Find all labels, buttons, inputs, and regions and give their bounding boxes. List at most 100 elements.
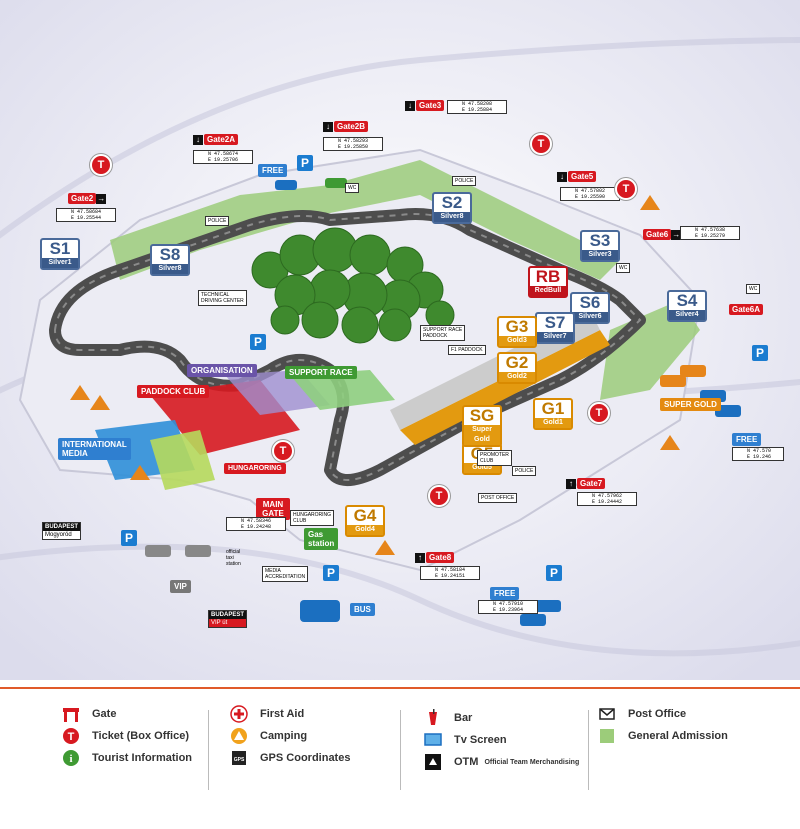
organisation-label: ORGANISATION [187, 364, 257, 377]
gate-2a[interactable]: ↓Gate2A [193, 134, 239, 145]
parking-icon[interactable]: P [250, 334, 266, 350]
stand-code: S2 [441, 193, 463, 212]
arrow-down-icon: ↓ [323, 121, 333, 132]
stand-name: Silver4 [669, 310, 705, 320]
legend-separator [208, 710, 209, 790]
legend-item: Bar [424, 708, 472, 728]
stand-name: Gold4 [347, 525, 383, 535]
map-legend: Gate T Ticket (Box Office) i Tourist Inf… [0, 680, 800, 829]
gps-n: N 47.58346 [241, 518, 272, 524]
stand-name: Silver6 [572, 312, 608, 322]
gate-6[interactable]: Gate6→ [643, 229, 682, 240]
gps-n: N 47.570 [747, 448, 772, 454]
stand-name: RedBull [530, 286, 566, 296]
legend-label: GPS Coordinates [260, 752, 351, 764]
parking-icon[interactable]: P [752, 345, 768, 361]
bus-label[interactable]: BUS [350, 603, 375, 616]
gps-e: E 19.23964 [493, 607, 524, 613]
parking-icon[interactable]: P [546, 565, 562, 581]
arrow-right-icon: → [671, 229, 682, 240]
post-office-label: POST OFFICE [478, 493, 518, 503]
parking-icon[interactable]: P [121, 530, 137, 546]
label-line: MEDIA [62, 449, 88, 458]
legend-label: OTM [454, 756, 479, 768]
gate-2b[interactable]: ↓Gate2B [323, 121, 369, 132]
ticket-icon: T [530, 133, 552, 155]
gps-e: E 19.24442 [592, 499, 623, 505]
gate-7[interactable]: ↑Gate7 [566, 478, 606, 489]
stand-code: S4 [676, 291, 698, 310]
gps-n: N 47.57910 [493, 601, 524, 607]
gate-6a[interactable]: Gate6A [729, 304, 764, 315]
gate-label: Gate6A [729, 304, 764, 315]
gate-3[interactable]: ↓Gate3 [405, 100, 445, 111]
tv-screen-icon [424, 731, 442, 749]
gps-n: N 47.58674 [208, 151, 239, 157]
gate-label: Gate3 [416, 100, 445, 111]
gps-e: E 19.25706 [208, 157, 239, 163]
stand-name: Silver7 [537, 332, 573, 342]
wc-label: WC [616, 263, 631, 273]
stand-code: S3 [589, 231, 611, 250]
gate-label: Gate5 [568, 171, 597, 182]
stand-code: S8 [159, 245, 181, 264]
free-parking-label[interactable]: FREE [490, 587, 520, 600]
parking-icon[interactable]: P [323, 565, 339, 581]
legend-label: Post Office [628, 708, 687, 720]
direction-sub: VIP út [209, 619, 247, 627]
free-parking-label[interactable]: FREE [732, 433, 762, 446]
police-label: POLICE [512, 466, 537, 476]
stand-name: Silver3 [582, 250, 618, 260]
vip-parking-label[interactable]: VIP [170, 580, 191, 593]
otm-icon [424, 753, 442, 771]
stand-code: S6 [579, 293, 601, 312]
direction-city: BUDAPEST [209, 611, 247, 619]
gate-label: Gate6 [643, 229, 672, 240]
gps-e: E 19.25590 [575, 194, 606, 200]
hungaroring-sign: HUNGARORING [224, 463, 286, 474]
label-line: station [308, 539, 335, 548]
stand-name: Gold2 [499, 372, 535, 382]
support-race-label: SUPPORT RACE [285, 366, 357, 379]
ticket-icon: T [428, 485, 450, 507]
support-race-paddock-label: SUPPORT RACE PADDOCK [420, 325, 466, 341]
forest [251, 227, 455, 344]
legend-label: General Admission [628, 730, 728, 742]
gate-2[interactable]: Gate2→ [68, 193, 107, 204]
media-green-area [150, 430, 215, 490]
direction-city: BUDAPEST [43, 523, 81, 531]
map-background [0, 0, 800, 680]
arrow-up-icon: ↑ [415, 552, 425, 563]
gate-8[interactable]: ↑Gate8 [415, 552, 455, 563]
pit-building [400, 330, 610, 445]
gate-5[interactable]: ↓Gate5 [557, 171, 597, 182]
arrow-right-icon: → [96, 193, 107, 204]
free-parking-label[interactable]: FREE [258, 164, 288, 177]
gps-n: N 47.58684 [71, 209, 102, 215]
main-gate[interactable]: MAIN GATE [256, 498, 290, 520]
direction-sub: Mogyoród [45, 532, 72, 538]
ticket-icon: T [90, 154, 112, 176]
stand-code: G4 [353, 506, 377, 525]
parking-icon[interactable]: P [297, 155, 313, 171]
